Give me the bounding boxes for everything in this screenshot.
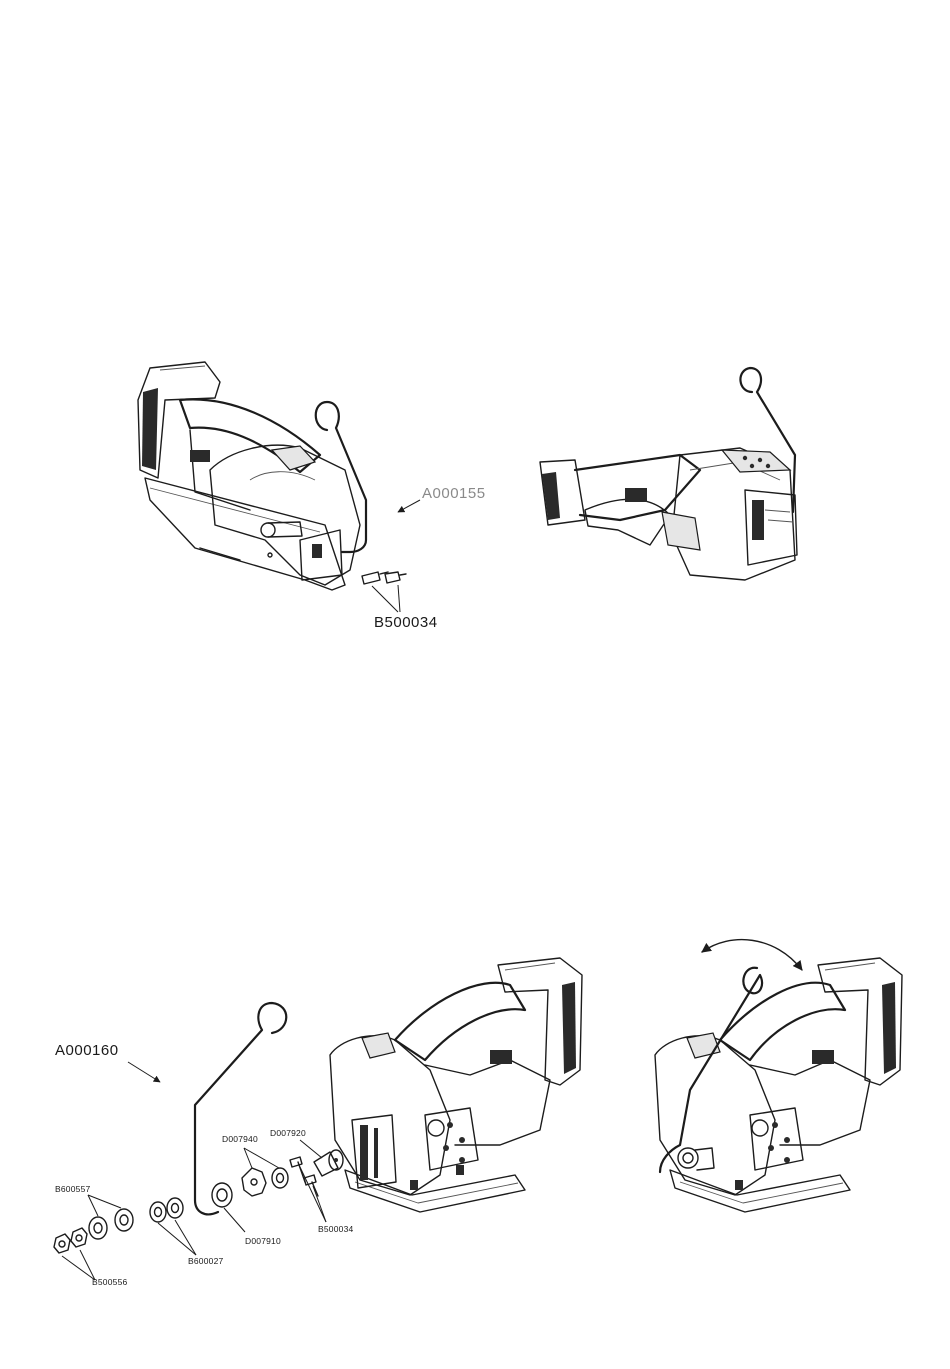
figure1-leader-a000155 — [398, 500, 420, 512]
label-b500034: B500034 — [318, 1224, 354, 1234]
label-d007910: D007910 — [245, 1236, 281, 1246]
figure2-leader-b500556-a — [62, 1256, 95, 1280]
label-d007940: D007940 — [222, 1134, 258, 1144]
figure2-leader-a000160 — [128, 1062, 160, 1082]
figure2-nuts-b500556 — [54, 1228, 87, 1253]
figure1-bolt-b500034 — [362, 572, 406, 584]
figure2-shaft-d007920 — [314, 1150, 343, 1176]
label-b600557: B600557 — [55, 1184, 91, 1194]
label-b600027: B600027 — [188, 1256, 224, 1266]
figure2-rotation-arrow — [702, 940, 802, 970]
figure1-tool-assembled — [540, 448, 797, 580]
figure1-screw-label: B500034 — [374, 614, 438, 631]
figure2-bushing-d007910 — [212, 1183, 232, 1207]
figure1-leader-b500034-b — [398, 585, 400, 612]
figure2-rod-mounted — [660, 968, 762, 1172]
figure2-leader-d007910 — [224, 1208, 245, 1232]
figure1-leader-b500034-a — [372, 586, 398, 612]
figure2-leader-b600027-b — [175, 1220, 196, 1255]
figure2-leader-d007940-a — [244, 1148, 252, 1168]
figure2-leader-b500556-b — [80, 1250, 95, 1280]
figure1-tool-exploded — [138, 362, 360, 590]
label-d007920: D007920 — [270, 1128, 306, 1138]
figure2-leader-d007920 — [300, 1140, 322, 1158]
figure2-rod-label: A000160 — [55, 1042, 119, 1059]
figure2-tool-exploded — [330, 958, 582, 1212]
label-b500556: B500556 — [92, 1277, 128, 1287]
figure1-rod-label: A000155 — [422, 485, 486, 502]
figure2-washers-d007940 — [242, 1168, 288, 1196]
figure2-leader-b500034-b — [313, 1186, 326, 1222]
figure2-washers-b600027 — [150, 1198, 183, 1222]
figure2-leader-b600027-a — [158, 1223, 196, 1255]
figure2-washers-b600557 — [89, 1209, 133, 1239]
figure2-leader-d007940-b — [244, 1148, 279, 1168]
